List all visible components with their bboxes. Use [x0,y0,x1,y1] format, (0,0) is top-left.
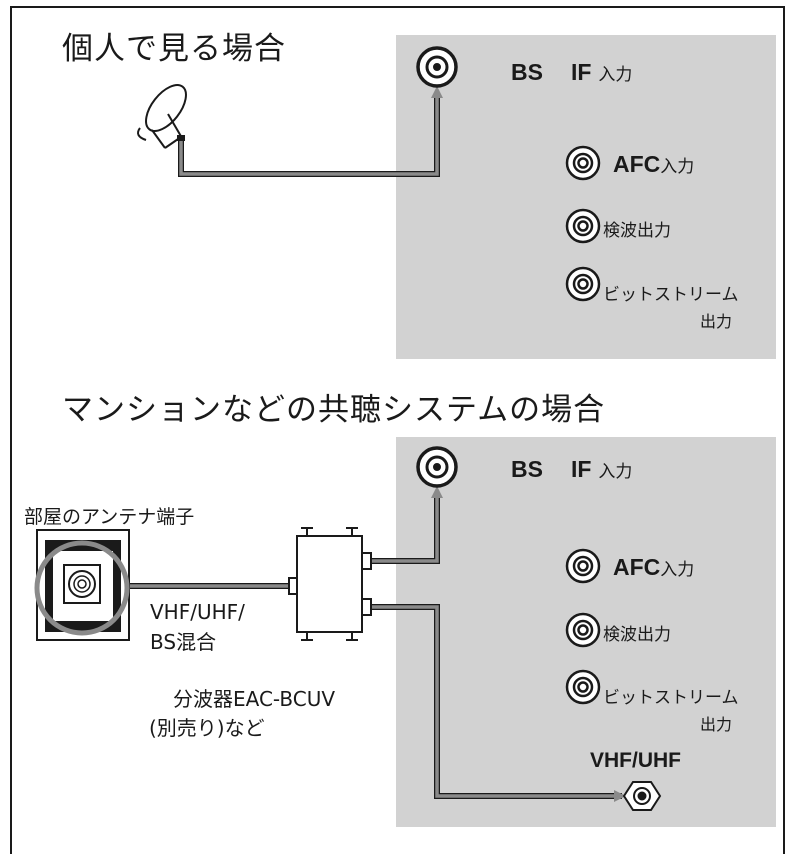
bs-if-connector-icon-2 [416,446,458,488]
vhf-uhf-connector-icon [622,781,662,811]
splitter-to-bs-cable [372,486,443,564]
afc-input-label-2: AFC入力 [613,554,694,581]
section-title-shared: マンションなどの共聴システムの場合 [62,392,606,428]
detection-port-icon [565,208,601,244]
if-label: IF [570,59,592,85]
afc-suffix: 入力 [660,157,695,177]
splitter-to-vhf-cable [372,604,626,802]
bs-if-input-label-2: BS IF 入力 [511,456,632,483]
vhf-uhf-input-label: VHF/UHF [590,749,681,772]
wall-outlet-icon [34,529,130,641]
detection-output-label: 検波出力 [603,221,671,241]
afc-port-icon-2 [565,548,601,584]
bitstream-output-label-2: 出力 [700,312,733,331]
afc-label: AFC [613,151,661,177]
detection-output-label-2: 検波出力 [603,625,671,645]
bitstream-output-label-3: ビットストリーム [603,688,739,708]
bs-if-input-label: BS IF 入力 [511,59,632,86]
bitstream-port-icon [565,266,601,302]
afc-port-icon [565,145,601,181]
splitter-label-line2: (別売り)など [149,716,265,740]
splitter-box-icon [288,527,372,641]
afc-label-2: AFC [613,554,661,580]
cable-label-line2: BS混合 [150,630,217,654]
wall-outlet-label: 部屋のアンテナ端子 [24,506,195,528]
satellite-dish-icon [137,84,187,149]
splitter-label-line1: 分波器EAC-BCUV [173,687,336,711]
bitstream-output-label-4: 出力 [700,715,733,734]
receiver-panel-top [396,35,776,359]
bitstream-output-label: ビットストリーム [603,285,739,305]
afc-suffix-2: 入力 [660,560,695,580]
bitstream-port-icon-2 [565,669,601,705]
input-suffix: 入力 [598,65,633,85]
input-suffix-2: 入力 [598,462,633,482]
bs-label: BS [511,59,543,85]
dish-cable [178,86,443,177]
cable-label-line1: VHF/UHF/ [150,600,245,624]
bs-if-connector-icon [416,46,458,88]
afc-input-label: AFC入力 [613,151,694,178]
diagram-frame [10,6,785,854]
bs-label-2: BS [511,456,543,482]
section-title-personal: 個人で見る場合 [62,31,286,67]
if-label-2: IF [570,456,592,482]
detection-port-icon-2 [565,612,601,648]
